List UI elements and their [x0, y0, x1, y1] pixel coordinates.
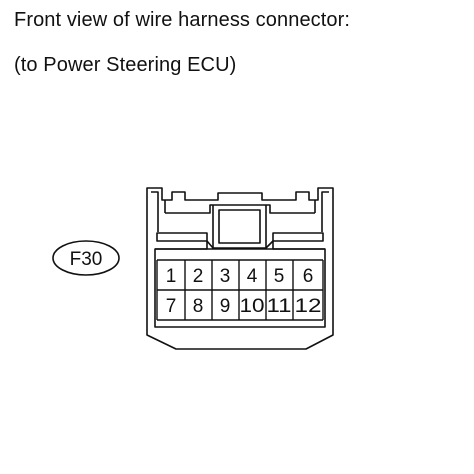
diagram-title: Front view of wire harness connector: [14, 9, 351, 31]
pin-grid [156, 259, 324, 321]
pin-2-label: 2 [193, 266, 204, 287]
diagram-subtitle: (to Power Steering ECU) [14, 54, 237, 76]
pin-row-1: 1 2 3 4 5 6 [166, 266, 314, 287]
pin-7-label: 7 [166, 296, 177, 317]
pin-3-label: 3 [220, 266, 231, 287]
pin-6-label: 6 [303, 266, 314, 287]
connector-id-badge: F30 [52, 240, 120, 276]
connector-housing [146, 187, 334, 350]
pin-4-label: 4 [247, 266, 258, 287]
pin-12-label: 12 [295, 296, 322, 317]
pin-11-label: 11 [267, 296, 292, 317]
pin-9-label: 9 [220, 296, 231, 317]
connector-id-label: F30 [70, 249, 103, 270]
pin-8-label: 8 [193, 296, 204, 317]
pin-row-2: 7 8 9 10 11 12 [166, 296, 322, 317]
pin-5-label: 5 [274, 266, 285, 287]
pin-10-label: 10 [240, 296, 265, 317]
pin-1-label: 1 [166, 266, 177, 287]
